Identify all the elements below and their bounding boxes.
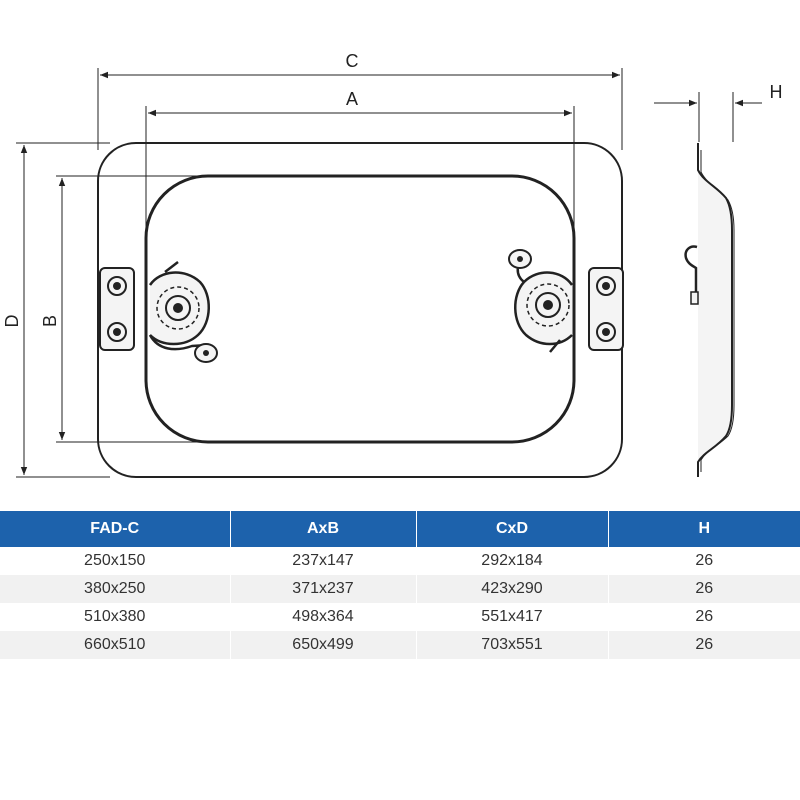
cell-axb: 650x499	[229, 631, 416, 659]
table-header-row: FAD-C AxB CxD H	[0, 511, 800, 547]
side-view-profile	[684, 143, 735, 477]
cell-axb: 237x147	[229, 547, 416, 575]
cell-fad-c: 660x510	[0, 631, 230, 659]
header-h: H	[607, 511, 800, 547]
dimension-b: B	[40, 175, 230, 443]
table-row: 250x150 237x147 292x184 26	[0, 547, 800, 575]
cell-axb: 498x364	[229, 603, 416, 631]
right-hinge-bracket	[588, 267, 624, 351]
cell-cxd: 551x417	[415, 603, 608, 631]
table-row: 660x510 650x499 703x551 26	[0, 631, 800, 659]
access-door-drawing: C A D B H	[2, 51, 783, 478]
cell-h: 26	[607, 547, 800, 575]
cell-fad-c: 250x150	[0, 547, 230, 575]
inner-door-panel	[144, 174, 576, 444]
header-axb: AxB	[229, 511, 416, 547]
dimension-d-label: D	[2, 315, 22, 328]
cell-fad-c: 510x380	[0, 603, 230, 631]
dimension-c: C	[97, 51, 623, 150]
table-row: 510x380 498x364 551x417 26	[0, 603, 800, 631]
table-row: 380x250 371x237 423x290 26	[0, 575, 800, 603]
right-lock	[508, 249, 574, 353]
dimension-c-label: C	[346, 51, 359, 71]
cell-cxd: 423x290	[415, 575, 608, 603]
spec-table: FAD-C AxB CxD H 250x150 237x147 292x184 …	[0, 511, 800, 659]
dimension-b-label: B	[40, 315, 60, 327]
cell-fad-c: 380x250	[0, 575, 230, 603]
cell-axb: 371x237	[229, 575, 416, 603]
header-fad-c: FAD-C	[0, 511, 230, 547]
dimension-d: D	[2, 142, 110, 478]
header-cxd: CxD	[415, 511, 608, 547]
dimension-a-label: A	[346, 89, 358, 109]
cell-h: 26	[607, 603, 800, 631]
left-hinge-bracket	[99, 267, 135, 351]
dimension-h: H	[654, 82, 783, 142]
cell-h: 26	[607, 575, 800, 603]
dimension-h-label: H	[770, 82, 783, 102]
cell-cxd: 703x551	[415, 631, 608, 659]
dimension-a: A	[145, 89, 575, 280]
cell-h: 26	[607, 631, 800, 659]
left-lock	[148, 261, 218, 363]
cell-cxd: 292x184	[415, 547, 608, 575]
